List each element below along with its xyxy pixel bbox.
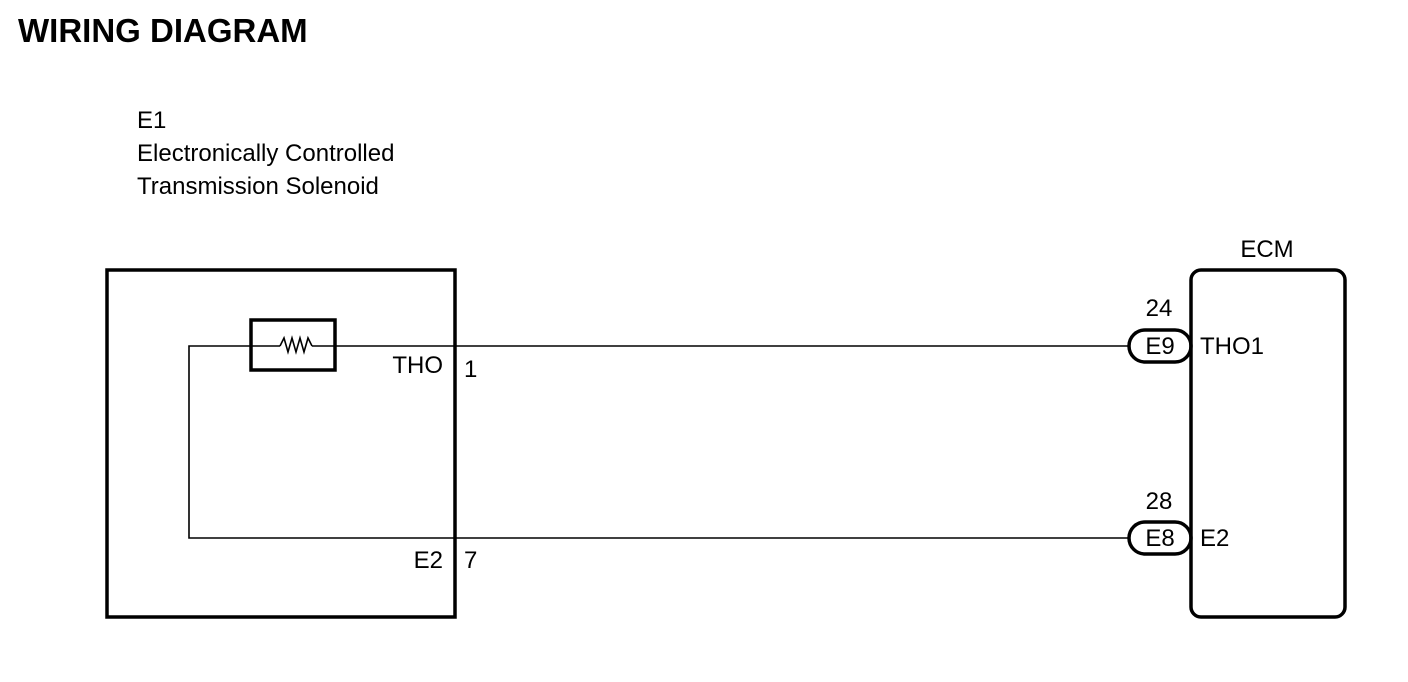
ecm-label: ECM	[1240, 236, 1293, 263]
ecm-terminal-e2: E2	[1200, 525, 1229, 552]
page-title: WIRING DIAGRAM	[18, 12, 308, 49]
connector-e9	[1127, 328, 1193, 364]
component-pin-label-tho: THO	[392, 352, 443, 379]
thermistor-icon	[249, 318, 337, 372]
solenoid-box	[105, 268, 457, 619]
connector-e8	[1127, 520, 1193, 556]
component-name-line2: Transmission Solenoid	[137, 173, 379, 200]
component-pin-label-e2: E2	[414, 547, 443, 574]
ecm-pin-number-28: 28	[1146, 488, 1173, 515]
component-name-line1: Electronically Controlled	[137, 140, 394, 167]
component-id: E1	[137, 107, 166, 134]
ecm-box	[1189, 268, 1347, 619]
internal-wire	[188, 345, 455, 539]
component-pin-number-7: 7	[464, 547, 477, 574]
ecm-terminal-tho1: THO1	[1200, 333, 1264, 360]
connector-e8-label: E8	[1145, 525, 1174, 552]
ecm-pin-number-24: 24	[1146, 295, 1173, 322]
component-pin-number-1: 1	[464, 356, 477, 383]
connector-e9-label: E9	[1145, 333, 1174, 360]
